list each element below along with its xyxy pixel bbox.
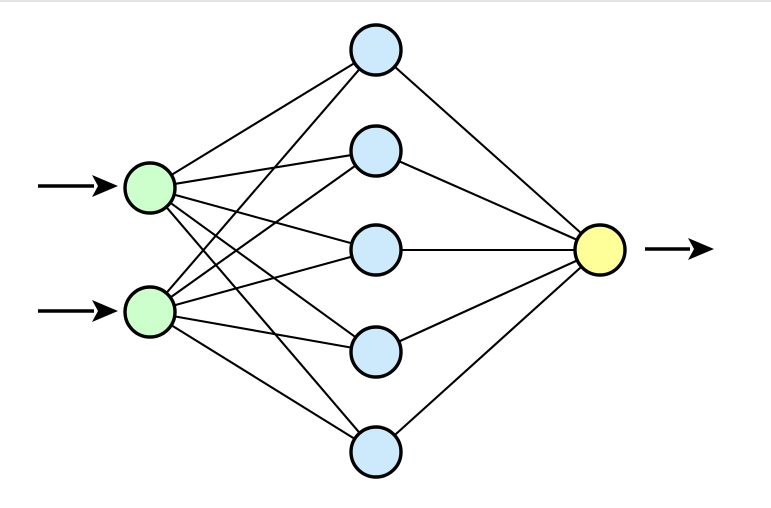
edge-i2-h1 xyxy=(165,68,361,294)
node-circle-i2[interactable] xyxy=(123,285,177,339)
nodes-group xyxy=(123,23,627,479)
edge-i2-h4 xyxy=(174,315,352,349)
edge-h5-o1 xyxy=(393,265,583,437)
edge-i2-h3 xyxy=(173,255,353,307)
edge-h2-o1 xyxy=(398,160,578,241)
node-h2[interactable] xyxy=(349,124,403,178)
edge-i2-h2 xyxy=(169,164,357,299)
node-i1[interactable] xyxy=(123,161,177,215)
node-o1[interactable] xyxy=(573,223,627,277)
input-arrow-top xyxy=(38,175,118,197)
edges-group xyxy=(165,62,583,440)
node-circle-o1[interactable] xyxy=(573,223,627,277)
node-i2[interactable] xyxy=(123,285,177,339)
node-circle-i1[interactable] xyxy=(123,161,177,215)
edge-i1-h5 xyxy=(165,206,361,434)
edge-i1-h2 xyxy=(174,154,352,185)
edge-i2-h5 xyxy=(170,324,356,440)
node-circle-h4[interactable] xyxy=(349,325,403,379)
node-circle-h3[interactable] xyxy=(349,223,403,277)
edge-h4-o1 xyxy=(398,259,578,343)
node-h3[interactable] xyxy=(349,223,403,277)
node-h1[interactable] xyxy=(349,23,403,77)
edge-i1-h3 xyxy=(173,193,353,245)
output-arrow xyxy=(645,238,714,260)
top-divider-rule xyxy=(0,0,771,2)
edge-h1-o1 xyxy=(393,65,583,235)
node-circle-h1[interactable] xyxy=(349,23,403,77)
node-circle-h2[interactable] xyxy=(349,124,403,178)
node-h5[interactable] xyxy=(349,425,403,479)
edge-i1-h4 xyxy=(169,201,357,339)
input-arrow-bottom xyxy=(38,300,118,322)
arrows-group xyxy=(38,175,714,322)
edge-i1-h1 xyxy=(170,62,356,176)
node-circle-h5[interactable] xyxy=(349,425,403,479)
node-h4[interactable] xyxy=(349,325,403,379)
